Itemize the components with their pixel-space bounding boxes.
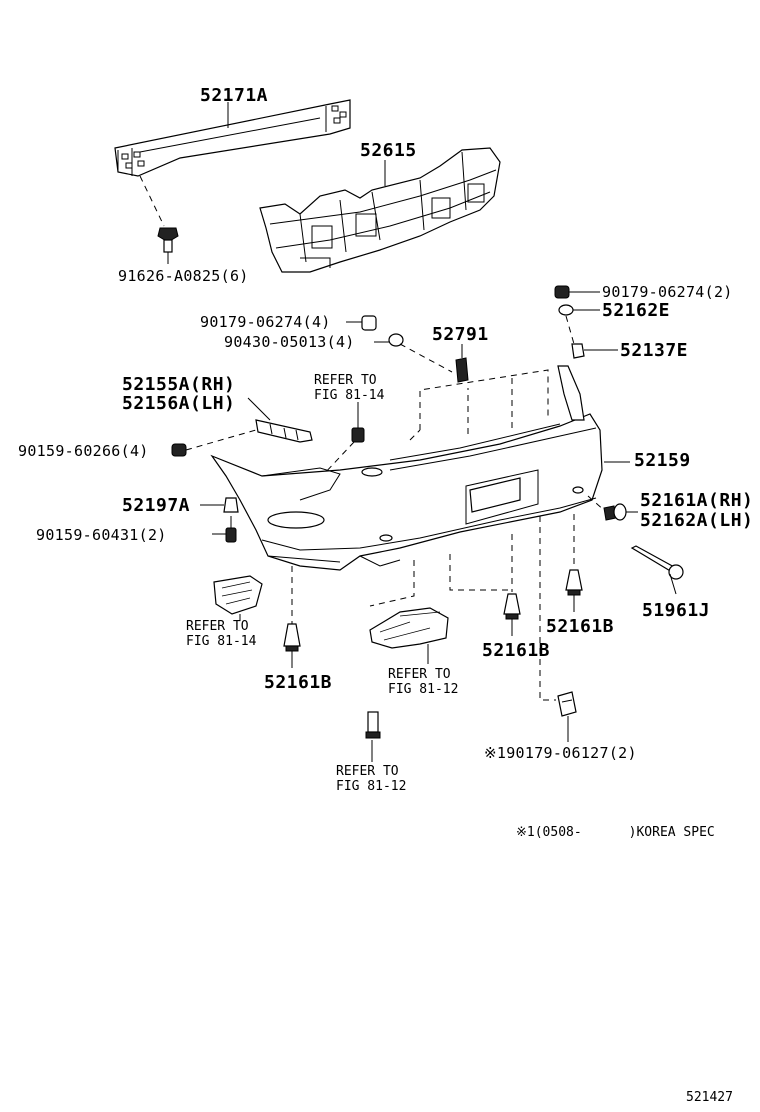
dash-91626: [139, 175, 165, 227]
nut-90179-upper-icon: [554, 285, 570, 299]
label-91626: 91626-A0825(6): [118, 267, 249, 285]
dash-52791: [399, 343, 453, 373]
dash-52137e: [565, 315, 575, 345]
label-90179-b: 90179-06274(2): [602, 283, 733, 301]
screw-90159-a-icon: [171, 443, 187, 457]
retainer-52162e-icon: [558, 304, 574, 316]
energy-absorber: [259, 147, 501, 273]
label-52791: 52791: [432, 324, 489, 345]
label-52162a: 52162A(LH): [640, 510, 753, 531]
label-52615: 52615: [360, 140, 417, 161]
refer-note-3-line1: REFER TO: [388, 667, 451, 682]
dash-90159-a: [185, 429, 257, 451]
refer-note-2-line2: FIG 81-14: [186, 634, 257, 649]
clip-refer-81-14-icon: [351, 427, 365, 443]
clip-52137e-icon: [571, 343, 585, 359]
label-52159: 52159: [634, 450, 691, 471]
leader-52155a: [247, 397, 271, 421]
label-52156a: 52156A(LH): [122, 393, 235, 414]
screw-refer-81-12-icon: [365, 711, 381, 739]
refer-note-4-line2: FIG 81-12: [336, 779, 406, 794]
retainer-52161a-icon: [603, 503, 627, 521]
label-190179: ※190179-06127(2): [484, 744, 637, 762]
label-51961j: 51961J: [642, 600, 710, 621]
leader-51961j: [669, 573, 677, 595]
alignment-dashes-bottom: [369, 516, 556, 701]
side-retainer: [255, 419, 313, 443]
label-90430: 90430-05013(4): [224, 333, 355, 351]
refer-note-2-line1: REFER TO: [186, 619, 249, 634]
label-90159-a: 90159-60266(4): [18, 442, 149, 460]
label-52161b-3: 52161B: [546, 616, 614, 637]
clip-52161b-1-icon: [283, 623, 301, 652]
bracket-52791-icon: [455, 357, 469, 383]
clip-52161b-2-icon: [503, 593, 521, 620]
label-90179-a: 90179-06274(4): [200, 313, 331, 331]
reinforcement-bar: [114, 99, 351, 177]
clip-52161b-3-icon: [565, 569, 583, 596]
refer-note-1-line1: REFER TO: [314, 373, 377, 388]
reflector-left: [213, 575, 263, 615]
screw-90159-b-icon: [225, 516, 237, 543]
refer-note-1-line2: FIG 81-14: [314, 388, 385, 403]
washer-90430-icon: [388, 333, 404, 347]
label-52161b-1: 52161B: [264, 672, 332, 693]
dash-52161a: [587, 495, 607, 513]
label-52161b-2: 52161B: [482, 640, 550, 661]
label-52171a: 52171A: [200, 85, 268, 106]
label-52161a: 52161A(RH): [640, 490, 753, 511]
bracket-190179-icon: [557, 691, 577, 717]
clip-52197a-icon: [223, 497, 239, 513]
label-90159-b: 90159-60431(2): [36, 526, 167, 544]
nut-90179-mid-icon: [361, 315, 377, 331]
towing-eye-51961j-icon: [630, 545, 684, 580]
refer-note-4-line1: REFER TO: [336, 764, 399, 779]
label-52155a: 52155A(RH): [122, 374, 235, 395]
figure-number: 521427: [686, 1090, 733, 1105]
lower-cover: [369, 607, 449, 649]
label-52137e: 52137E: [620, 340, 688, 361]
bumper-cover: [210, 365, 603, 571]
alignment-dashes-top: [409, 369, 549, 441]
label-52162e: 52162E: [602, 300, 670, 321]
refer-note-3-line2: FIG 81-12: [388, 682, 458, 697]
label-52197a: 52197A: [122, 495, 190, 516]
bolt-91626-icon: [157, 227, 179, 253]
footnote: ※1(0508- )KOREA SPEC: [516, 825, 715, 840]
